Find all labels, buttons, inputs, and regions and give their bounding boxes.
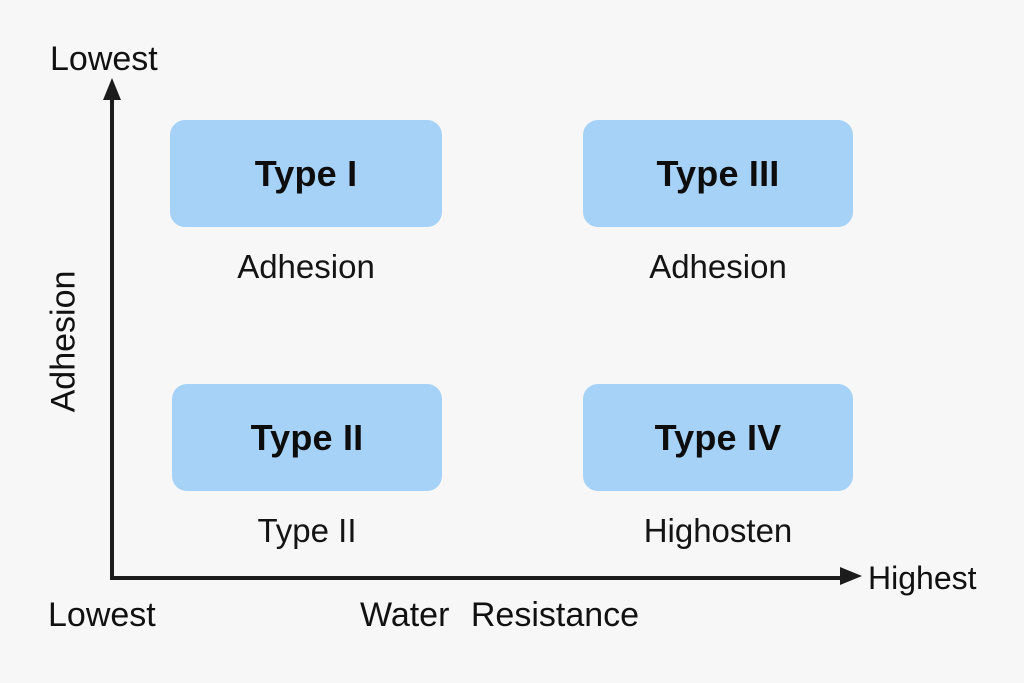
quadrant-caption: Adhesion	[237, 248, 375, 285]
x-axis-arrow-icon	[840, 567, 862, 585]
quadrant-box-type-iv[interactable]: Type IV	[583, 384, 853, 491]
quadrant-box-label: Type IV	[654, 416, 782, 458]
quadrant-caption: Type II	[257, 512, 357, 549]
quadrant-caption: Highosten	[643, 512, 793, 549]
x-axis-line	[110, 576, 852, 580]
y-axis-top-label: Lowest	[50, 40, 158, 78]
quadrant-box-label: Type II	[250, 416, 364, 458]
quadrant-box-type-ii[interactable]: Type II	[172, 384, 442, 491]
quadrant-box-label: Type I	[254, 152, 358, 194]
quadrant-caption: Adhesion	[649, 248, 787, 285]
x-axis-left-label: Lowest	[48, 596, 156, 634]
y-axis-arrow-icon	[103, 78, 121, 100]
quadrant-box-type-iii[interactable]: Type III	[583, 120, 853, 227]
y-axis-line	[110, 96, 114, 580]
y-axis-title: Adhesion	[44, 270, 83, 413]
quadrant-box-label: Type III	[656, 152, 780, 194]
x-axis-title: Water Resistance	[360, 596, 640, 634]
x-axis-right-label: Highest	[868, 560, 977, 596]
quadrant-box-type-i[interactable]: Type I	[170, 120, 442, 227]
